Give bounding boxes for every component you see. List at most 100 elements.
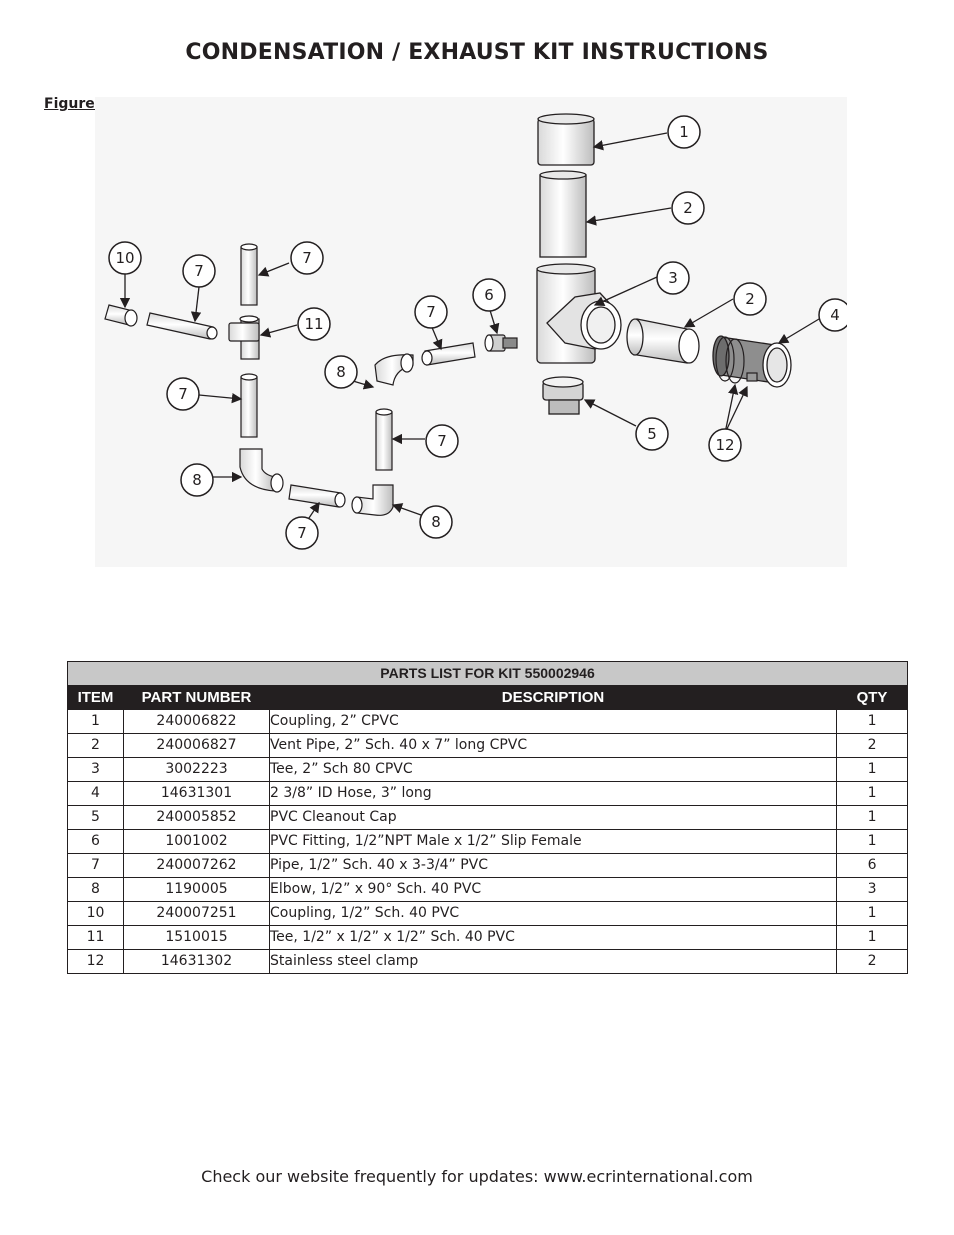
part-number-cell: 240006827	[123, 733, 270, 758]
callout-11: 11	[297, 307, 331, 341]
callout-12: 12	[708, 428, 742, 462]
part-number-cell: 1510015	[123, 925, 270, 950]
callout-7-bottom: 7	[285, 516, 319, 550]
svg-text:7: 7	[426, 303, 436, 321]
description-cell: Vent Pipe, 2” Sch. 40 x 7” long CPVC	[269, 733, 837, 758]
part-number-cell: 1190005	[123, 877, 270, 902]
description-cell: Tee, 2” Sch 80 CPVC	[269, 757, 837, 782]
svg-text:7: 7	[297, 524, 307, 542]
part-npt-fitting	[484, 334, 518, 352]
part-pipe-half-in-b	[240, 243, 258, 306]
qty-cell: 1	[835, 781, 909, 806]
description-cell: Coupling, 2” CPVC	[269, 709, 837, 734]
table-row: 4 14631301 2 3/8” ID Hose, 3” long 1	[67, 781, 909, 806]
part-number-cell: 1001002	[123, 829, 270, 854]
item-cell: 8	[67, 877, 124, 902]
description-cell: Coupling, 1/2” Sch. 40 PVC	[269, 901, 837, 926]
callout-4: 4	[818, 298, 847, 332]
callout-7-center: 7	[425, 424, 459, 458]
svg-text:6: 6	[484, 286, 494, 304]
large-parts	[536, 113, 792, 415]
footer-website-note: Check our website frequently for updates…	[201, 1167, 753, 1186]
item-cell: 2	[67, 733, 124, 758]
part-hose	[712, 335, 792, 388]
part-pipe-half-in-f	[421, 342, 476, 366]
callout-10: 10	[108, 241, 142, 275]
item-cell: 3	[67, 757, 124, 782]
part-vent-pipe-horizontal	[626, 318, 700, 364]
item-cell: 1	[67, 709, 124, 734]
item-cell: 5	[67, 805, 124, 830]
part-coupling-2in	[537, 113, 595, 166]
svg-text:10: 10	[115, 249, 134, 267]
description-cell: Tee, 1/2” x 1/2” x 1/2” Sch. 40 PVC	[269, 925, 837, 950]
svg-text:7: 7	[437, 432, 447, 450]
part-elbow-b	[351, 484, 394, 516]
svg-text:2: 2	[683, 199, 693, 217]
part-clamps	[715, 336, 758, 384]
callouts: 1 2 3 2 4 6 7 5 12 10 7 7 11 8 7 7 8 7 8	[108, 115, 847, 550]
column-header-qty: QTY	[835, 685, 909, 710]
callout-2a: 2	[671, 191, 705, 225]
table-row: 2 240006827 Vent Pipe, 2” Sch. 40 x 7” l…	[67, 733, 909, 758]
part-pipe-half-in-a	[146, 312, 218, 340]
part-number-cell: 240007251	[123, 901, 270, 926]
part-number-cell: 240005852	[123, 805, 270, 830]
table-row: 12 14631302 Stainless steel clamp 2	[67, 949, 909, 974]
table-row: 8 1190005 Elbow, 1/2” x 90° Sch. 40 PVC …	[67, 877, 909, 902]
qty-cell: 1	[835, 901, 909, 926]
description-cell: Pipe, 1/2” Sch. 40 x 3-3/4” PVC	[269, 853, 837, 878]
svg-text:4: 4	[830, 306, 840, 324]
part-coupling-half-in	[104, 304, 138, 327]
table-row: 3 3002223 Tee, 2” Sch 80 CPVC 1	[67, 757, 909, 782]
part-vent-pipe-vertical	[539, 170, 587, 258]
callout-7-top: 7	[290, 241, 324, 275]
description-cell: PVC Cleanout Cap	[269, 805, 837, 830]
svg-text:7: 7	[178, 385, 188, 403]
qty-cell: 1	[835, 757, 909, 782]
qty-cell: 1	[835, 829, 909, 854]
item-cell: 6	[67, 829, 124, 854]
part-number-cell: 240006822	[123, 709, 270, 734]
part-number-cell: 3002223	[123, 757, 270, 782]
leader-lines	[119, 132, 820, 522]
part-number-cell: 14631302	[123, 949, 270, 974]
description-cell: PVC Fitting, 1/2”NPT Male x 1/2” Slip Fe…	[269, 829, 837, 854]
description-cell: Stainless steel clamp	[269, 949, 837, 974]
item-cell: 7	[67, 853, 124, 878]
description-cell: 2 3/8” ID Hose, 3” long	[269, 781, 837, 806]
item-cell: 4	[67, 781, 124, 806]
column-header-item: ITEM	[67, 685, 124, 710]
svg-text:5: 5	[647, 425, 657, 443]
svg-text:8: 8	[192, 471, 202, 489]
item-cell: 12	[67, 949, 124, 974]
callout-2b: 2	[733, 282, 767, 316]
table-row: 5 240005852 PVC Cleanout Cap 1	[67, 805, 909, 830]
qty-cell: 3	[835, 877, 909, 902]
part-cleanout-cap	[542, 376, 584, 415]
column-header-part-number: PART NUMBER	[123, 685, 270, 710]
table-row: 11 1510015 Tee, 1/2” x 1/2” x 1/2” Sch. …	[67, 925, 909, 950]
part-number-cell: 240007262	[123, 853, 270, 878]
qty-cell: 1	[835, 925, 909, 950]
callout-8-bottom: 8	[419, 505, 453, 539]
part-pipe-half-in-e	[375, 408, 393, 471]
qty-cell: 6	[835, 853, 909, 878]
svg-text:2: 2	[745, 290, 755, 308]
svg-text:3: 3	[668, 269, 678, 287]
parts-list-title: PARTS LIST FOR KIT 550002946	[66, 661, 909, 686]
part-tee-half-in	[228, 315, 260, 360]
part-number-cell: 14631301	[123, 781, 270, 806]
part-elbow-a	[239, 448, 284, 493]
qty-cell: 2	[835, 733, 909, 758]
svg-text:7: 7	[194, 262, 204, 280]
svg-text:1: 1	[679, 123, 689, 141]
svg-text:7: 7	[302, 249, 312, 267]
part-tee-2in	[536, 263, 622, 364]
column-header-description: DESCRIPTION	[269, 685, 837, 710]
svg-text:8: 8	[431, 513, 441, 531]
part-pipe-half-in-c	[240, 373, 258, 438]
item-cell: 11	[67, 925, 124, 950]
table-row: 7 240007262 Pipe, 1/2” Sch. 40 x 3-3/4” …	[67, 853, 909, 878]
callout-8-left: 8	[180, 463, 214, 497]
